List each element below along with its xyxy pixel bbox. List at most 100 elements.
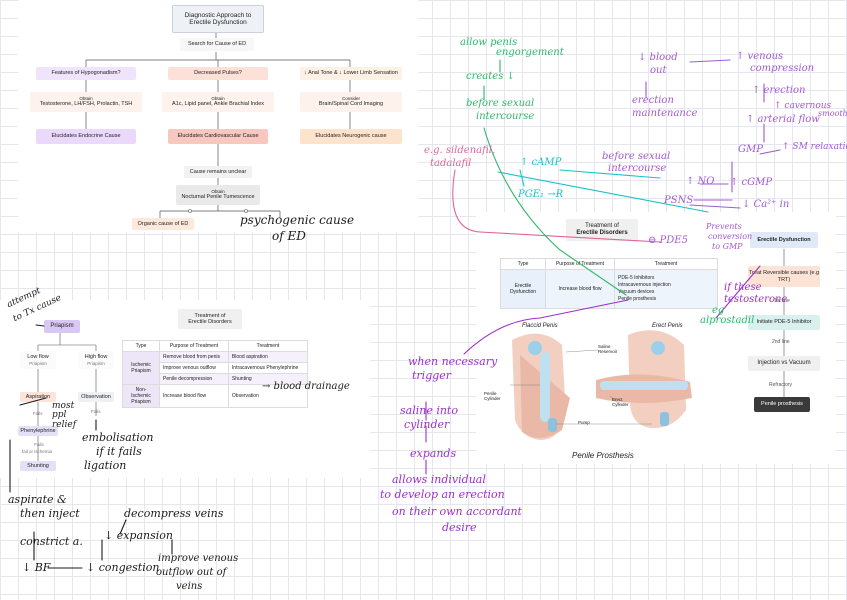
pulses-box: Decreased Pulses? xyxy=(168,67,268,80)
note-venous-1: ↑ venous xyxy=(736,51,784,62)
note-trigger: trigger xyxy=(412,369,452,382)
table-row: Erectile Dysfunction Increase blood flow… xyxy=(500,269,718,309)
note-before-2: before sexual xyxy=(602,151,671,162)
note-maintenance-2: maintenance xyxy=(632,108,698,119)
note-allows-3: on their own accordant xyxy=(392,505,522,518)
note-most-ppl: most ppl relief xyxy=(52,401,77,430)
note-camp: ↑ cAMP xyxy=(520,157,562,168)
table-row: Penile decompression Shunting xyxy=(123,373,309,385)
treatment-title: Treatment of Erectile Disorders xyxy=(566,219,638,241)
note-pge: PGE₁ →R xyxy=(518,189,564,200)
priapism-table: Type Purpose of Treatment Treatment Isch… xyxy=(122,340,309,408)
note-improve-2: outflow out of xyxy=(156,567,227,578)
observation-box: Observation xyxy=(78,392,114,402)
note-blood-out-2: out xyxy=(650,65,667,76)
first-line-label: 1st line xyxy=(774,298,790,304)
endocrine-cause-box: Elucidates Endocrine Cause xyxy=(36,129,136,144)
note-pde5: ⊖ PDE5 xyxy=(648,235,688,246)
note-allows-1: allows individual xyxy=(392,473,486,486)
note-intercourse: intercourse xyxy=(476,111,535,122)
note-eg: eg xyxy=(712,305,725,316)
fails-label-2: Fails xyxy=(91,409,101,414)
fail-or-ischemia-note: fail or ischemia xyxy=(22,449,53,454)
note-prevents-2: conversion xyxy=(708,232,753,241)
note-psns: PSNS xyxy=(664,195,694,206)
note-bf: ↓ BF xyxy=(22,561,51,574)
high-flow-box: High flow Priapism xyxy=(78,351,114,369)
neuro-cause-box: Elucidates Neurogenic cause xyxy=(300,129,402,144)
prosthesis-box: Penile prosthesis xyxy=(754,397,810,412)
note-ligation: ligation xyxy=(84,459,127,472)
reversible-box: Treat Reversible causes (e.g TRT) xyxy=(748,266,820,287)
treatment-table: Type Purpose of Treatment Treatment Erec… xyxy=(500,258,718,309)
reservoir-label: Saline Reservoir xyxy=(598,344,618,354)
search-cause-box: Search for Cause of ED xyxy=(180,38,254,51)
purpose-cell: Increase blood flow xyxy=(545,269,615,309)
organic-box: Organic cause of ED xyxy=(132,218,194,230)
note-expands: expands xyxy=(410,447,457,460)
note-blood-drainage: → blood drainage xyxy=(262,381,350,392)
note-allows-2: to develop an erection xyxy=(380,488,505,501)
endocrine-tests-box: Obtain Testosterone, LH/FSH, Prolactin, … xyxy=(30,92,142,112)
note-allows-4: desire xyxy=(442,521,477,534)
pump-label: Pump xyxy=(578,420,590,425)
note-maintenance-1: erection xyxy=(632,95,674,106)
treatment-item: Penile prosthesis xyxy=(618,296,657,303)
note-congestion: ↓ congestion xyxy=(86,561,160,574)
table-cell: Observation xyxy=(227,384,309,408)
table-row: Improve venous outflow Intracavernous Ph… xyxy=(123,362,309,374)
cylinder-left-label: Penile Cylinder xyxy=(484,391,501,401)
priapism-table-title: Treatment of Erectile Disorders xyxy=(178,309,242,329)
note-expansion: ↓ expansion xyxy=(104,529,173,542)
table-row: Non-Ischemic Priapism Increase blood flo… xyxy=(122,384,309,408)
pde5-box: Initiate PDE-5 Inhibitor xyxy=(748,315,820,330)
note-before-sexual: before sexual xyxy=(466,98,535,109)
neuro-signs-box: ↓ Anal Tone & ↓ Lower Limb Sensation xyxy=(300,67,402,80)
cardio-tests-box: Obtain A1c, Lipid panel, Ankle Brachial … xyxy=(162,92,274,112)
note-tadalafil: tadalafil xyxy=(430,158,472,169)
note-blood-out-1: ↓ blood xyxy=(638,52,678,63)
ed-top-box: Erectile Dysfunction xyxy=(750,232,818,248)
note-ca: ↓ Ca²⁺ in xyxy=(742,199,790,210)
note-cylinder: cylinder xyxy=(404,418,450,431)
nonischemic-cell: Non-Ischemic Priapism xyxy=(122,384,160,408)
injection-vacuum-box: Injection vs Vacuum xyxy=(748,356,820,371)
flowchart-title: Diagnostic Approach to Erectile Dysfunct… xyxy=(172,5,264,33)
note-saline-into: saline into xyxy=(400,404,458,417)
note-if-fails: if it fails xyxy=(96,445,142,458)
unclear-box: Cause remains unclear xyxy=(184,166,252,178)
low-flow-box: Low flow Priapism xyxy=(20,351,56,369)
aspiration-box: Aspiration xyxy=(20,392,56,402)
note-prevents-1: Prevents xyxy=(706,222,742,231)
hypogonadism-box: Features of Hypogonadism? xyxy=(36,67,136,80)
cylinder-right-label: Erect Cylinder xyxy=(612,397,629,407)
phenylephrine-box: Phenylephrine xyxy=(18,426,58,436)
table-cell: Increase blood flow xyxy=(159,384,229,408)
note-arterial: ↑ arterial flow xyxy=(746,114,820,125)
erect-label: Erect Penis xyxy=(652,323,683,329)
note-venous-2: compression xyxy=(750,63,815,74)
fail-ischemia-label: Fails xyxy=(34,442,44,447)
note-improve-3: veins xyxy=(176,581,203,592)
note-decompress: decompress veins xyxy=(124,507,224,520)
treatment-item: PDE-5 Inhibitors xyxy=(618,274,655,281)
treatment-item: Intracavernous injection xyxy=(618,281,671,288)
note-aspirate: aspirate & xyxy=(8,493,67,506)
note-engorgement: engorgement xyxy=(496,47,564,58)
flaccid-label: Flaccid Penis xyxy=(522,323,558,329)
note-when-necessary: when necessary xyxy=(408,355,498,368)
note-allow-penis: allow penis xyxy=(460,37,518,48)
note-alprostadil: alprostadil xyxy=(700,315,755,326)
second-line-label: 2nd line xyxy=(772,339,790,345)
note-if-these: if these xyxy=(724,282,762,293)
note-gmp: GMP xyxy=(738,144,763,155)
treatment-item: Vacuum devices xyxy=(618,289,655,295)
treatment-list-cell: PDE-5 Inhibitors Intracavernous injectio… xyxy=(614,269,718,309)
note-of-ed: of ED xyxy=(272,229,306,243)
note-no: ↑ NO xyxy=(686,176,715,187)
note-then-inject: then inject xyxy=(20,507,80,520)
